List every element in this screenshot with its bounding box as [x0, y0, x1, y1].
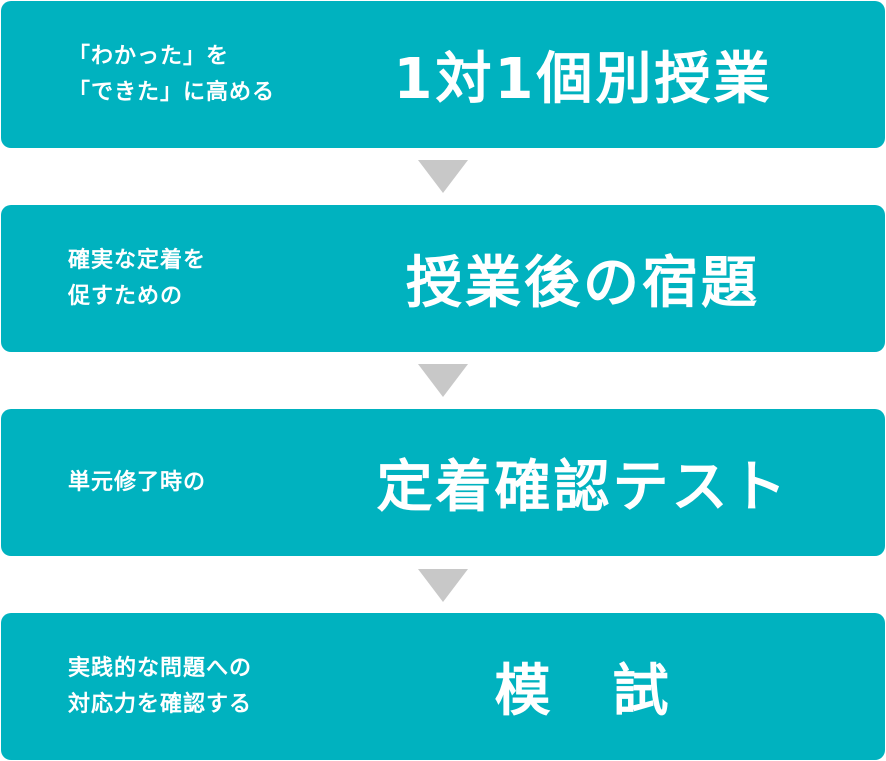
step-1-subtitle-line-1: 「わかった」を [68, 43, 230, 69]
step-3-subtitle: 単元修了時の [68, 409, 206, 556]
step-2-subtitle: 確実な定着を 促すための [68, 205, 206, 352]
step-4-title: 模 試 [494, 659, 672, 724]
step-1-subtitle-line-2: 「できた」に高める [68, 79, 276, 105]
step-2-subtitle-line-1: 確実な定着を [68, 247, 207, 273]
step-4-subtitle: 実践的な問題への 対応力を確認する [68, 613, 252, 760]
step-2-subtitle-line-2: 促すための [68, 283, 184, 309]
step-4-mock-exam: 実践的な問題への 対応力を確認する 模 試 [1, 613, 885, 760]
step-1-individual-lesson: 「わかった」を 「できた」に高める 1対1個別授業 [1, 1, 885, 148]
step-2-title: 授業後の宿題 [406, 251, 760, 316]
down-triangle-icon [418, 364, 468, 397]
step-3-retention-test: 単元修了時の 定着確認テスト [1, 409, 885, 556]
step-2-homework: 確実な定着を 促すための 授業後の宿題 [1, 205, 885, 352]
step-4-subtitle-line-1: 実践的な問題への [68, 655, 253, 681]
step-3-title: 定着確認テスト [376, 455, 790, 520]
down-triangle-icon [418, 160, 468, 193]
step-1-subtitle: 「わかった」を 「できた」に高める [68, 1, 275, 148]
step-3-subtitle-line-1: 単元修了時の [68, 469, 207, 495]
down-triangle-icon [418, 569, 468, 602]
step-1-title: 1対1個別授業 [393, 47, 773, 112]
step-4-subtitle-line-2: 対応力を確認する [68, 691, 253, 717]
